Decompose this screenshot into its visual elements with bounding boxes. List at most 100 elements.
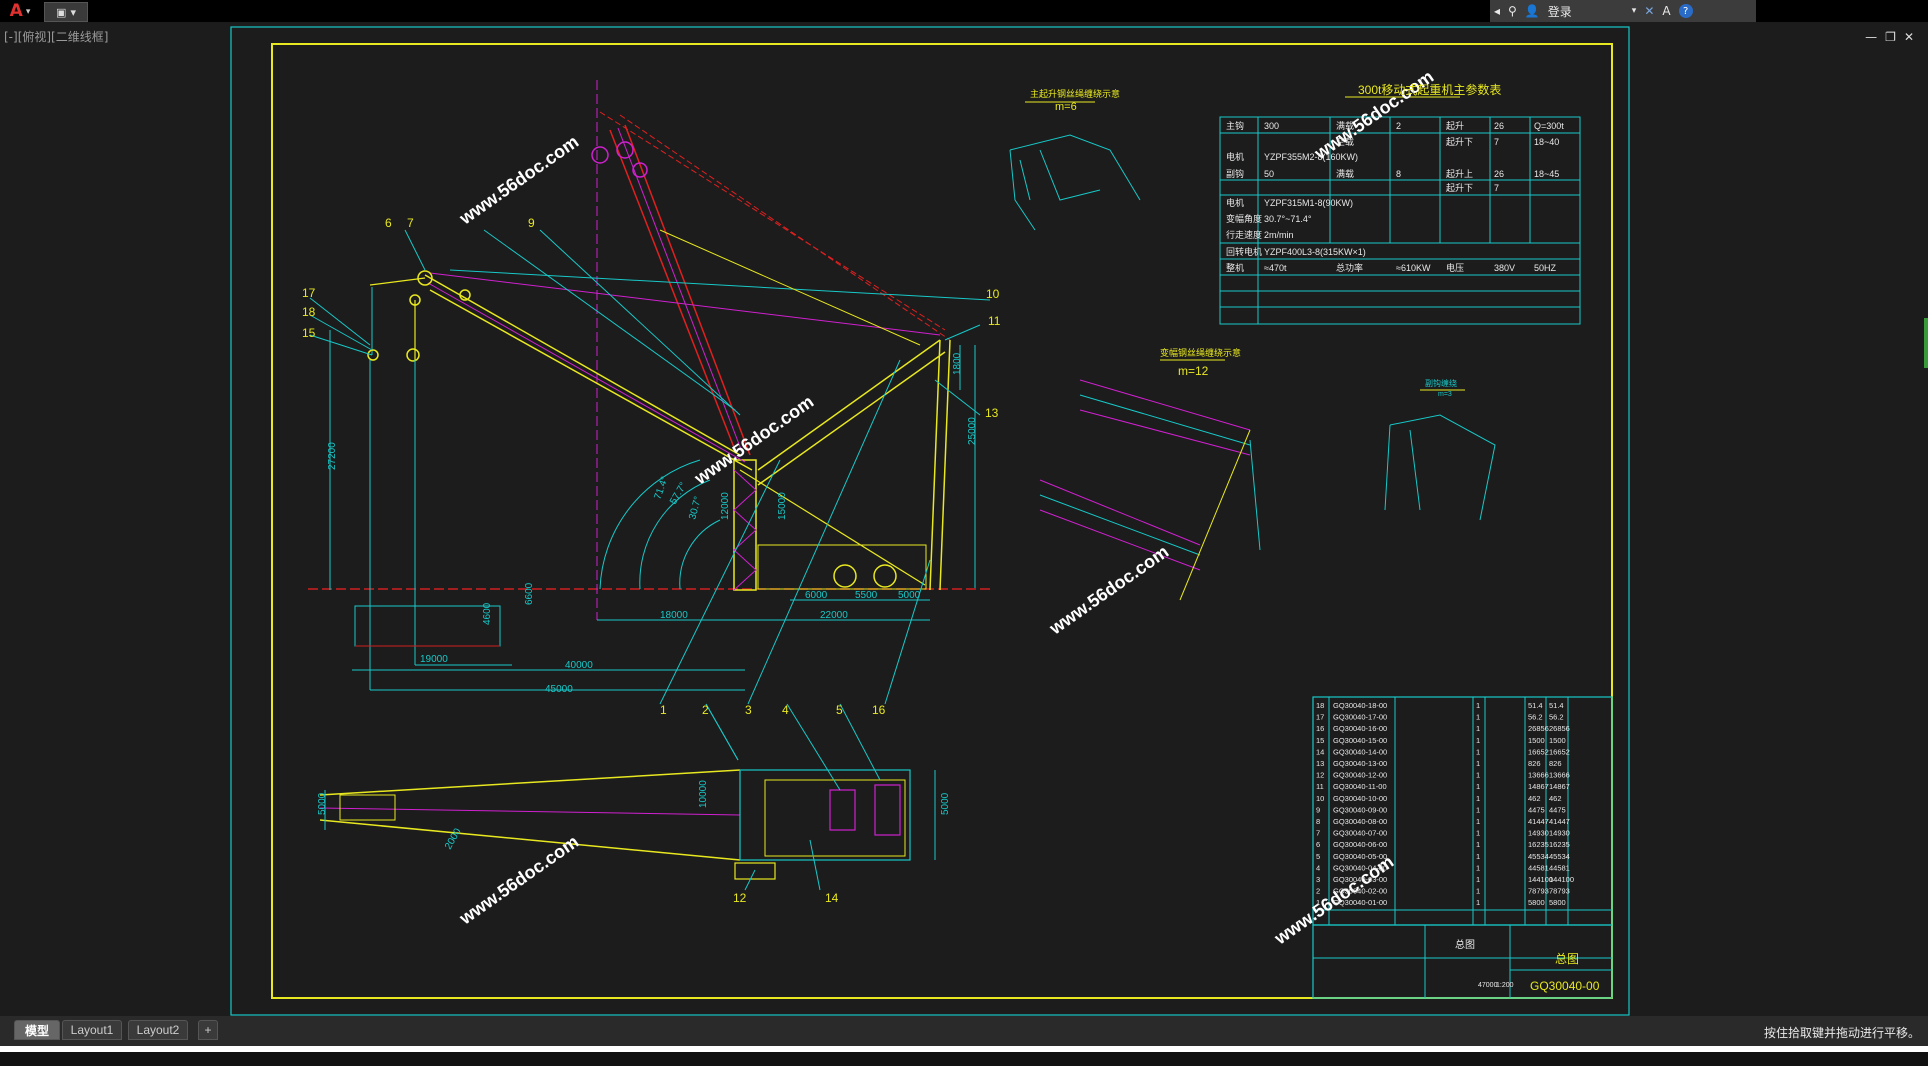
bom-cell: GQ30040-17-00 <box>1333 713 1387 722</box>
bom-cell: GQ30040-04-00 <box>1333 863 1387 872</box>
dimension-label: 1800 <box>952 352 963 375</box>
app-menu-button[interactable]: A▾ <box>2 1 38 21</box>
layout-tab-bar: 模型 Layout1 Layout2 + 按住拾取键并拖动进行平移。 <box>0 1016 1928 1046</box>
bom-cell: 1 <box>1476 852 1480 861</box>
dimension-label: 40000 <box>565 660 593 671</box>
bom-cell: GQ30040-16-00 <box>1333 724 1387 733</box>
status-message: 按住拾取键并拖动进行平移。 <box>1763 1026 1920 1040</box>
part-number-label: 18 <box>302 305 316 319</box>
bom-cell: GQ30040-11-00 <box>1333 782 1387 791</box>
parameter-table-cell: 7 <box>1494 183 1499 193</box>
drawing-window-controls: — ❐ ✕ <box>1865 30 1914 44</box>
bom-cell: 1 <box>1476 829 1480 838</box>
parameter-table-cell: 起升上 <box>1446 169 1473 179</box>
restore-icon[interactable]: ❐ <box>1885 30 1896 44</box>
bom-cell: 1 <box>1476 794 1480 803</box>
tab-layout2[interactable]: Layout2 <box>128 1020 188 1040</box>
bom-cell: 2 <box>1316 887 1320 896</box>
parameter-table-cell: 电机 <box>1226 197 1244 208</box>
tab-layout1[interactable]: Layout1 <box>62 1020 122 1040</box>
drawing-frame <box>271 43 1613 999</box>
title-block-name: 总图 <box>1555 952 1579 966</box>
parameter-table-cell: 8 <box>1396 169 1401 179</box>
dimension-label: 45000 <box>545 684 573 695</box>
parameter-table-cell: 26 <box>1494 121 1504 131</box>
chevron-down-icon[interactable]: ▾ <box>1631 6 1637 16</box>
part-number-label: 16 <box>872 703 886 717</box>
parameter-table-cell: 起升下 <box>1446 183 1473 193</box>
crane-plan-view <box>319 703 936 891</box>
bom-cell: GQ30040-18-00 <box>1333 701 1387 710</box>
dimension-label: 27200 <box>327 442 338 470</box>
parameter-table-cell: 副钩 <box>1226 168 1244 179</box>
autocad-logo-icon: A <box>9 1 23 21</box>
bom-cell: 144100 <box>1549 875 1574 884</box>
dimension-label: 5000 <box>898 590 921 601</box>
add-layout-button[interactable]: + <box>198 1020 218 1040</box>
close-icon[interactable]: ✕ <box>1903 30 1914 44</box>
parameter-table-cell: 主钩 <box>1226 120 1244 131</box>
save-icon: ▣ <box>56 5 67 19</box>
bom-cell: 16652 <box>1528 747 1549 756</box>
bom-cell: GQ30040-10-00 <box>1333 794 1387 803</box>
part-number-label: 12 <box>733 891 747 905</box>
parameter-table-cell: YZPF400L3-8(315KW×1) <box>1264 247 1366 257</box>
part-number-label: 7 <box>407 216 414 230</box>
viewport-controls[interactable]: [-][俯视][二维线框] <box>4 30 109 44</box>
rope-winding-detail-aux <box>1384 389 1496 521</box>
parameter-table-cell: 空载 <box>1336 136 1354 147</box>
part-number-label: 15 <box>302 326 316 340</box>
detail-title: 副钩缠绕 <box>1425 378 1457 388</box>
bom-cell: 16235 <box>1528 840 1549 849</box>
dimension-label: 57.7° <box>668 481 689 507</box>
bom-cell: 5 <box>1316 852 1320 861</box>
parameter-table-cell: 50 <box>1264 169 1274 179</box>
bom-cell: 8 <box>1316 817 1320 826</box>
bom-cell: 9 <box>1316 805 1320 814</box>
parameter-table-cell: 起升 <box>1446 121 1464 131</box>
bom-cell: 5800 <box>1549 898 1566 907</box>
bom-cell: 14930 <box>1549 829 1570 838</box>
parameter-table-cell: 2m/min <box>1264 230 1294 240</box>
part-number-label: 4 <box>782 703 789 717</box>
bom-cell: 1500 <box>1549 736 1566 745</box>
sheet-border <box>230 26 1630 1016</box>
bom-cell: 826 <box>1549 759 1562 768</box>
quick-access-toolbar[interactable]: ▣▾ <box>44 2 88 22</box>
minimize-icon[interactable]: — <box>1865 30 1878 44</box>
bom-cell: GQ30040-03-00 <box>1333 875 1387 884</box>
bom-cell: 4475 <box>1528 805 1545 814</box>
bom-cell: 11 <box>1316 782 1324 791</box>
tab-model[interactable]: 模型 <box>14 1020 60 1040</box>
arrow-left-icon[interactable]: ◂ <box>1494 4 1501 18</box>
exchange-icon[interactable]: ✕ <box>1644 4 1655 18</box>
parameter-table-cell: 7 <box>1494 137 1499 147</box>
watermark-text: www.56doc.com <box>455 131 582 228</box>
a360-icon[interactable]: A <box>1662 4 1671 18</box>
search-icon[interactable]: ⚲ <box>1508 4 1517 18</box>
detail-label: m=12 <box>1178 364 1209 378</box>
part-number-label: 13 <box>985 406 999 420</box>
parameter-table-cell: 变幅角度 <box>1226 213 1262 224</box>
parameter-table-cell: 50HZ <box>1534 263 1557 273</box>
bom-cell: 1 <box>1476 887 1480 896</box>
help-icon[interactable]: ? <box>1678 4 1693 18</box>
login-button[interactable]: 登录 <box>1547 4 1572 19</box>
parameter-table <box>1219 96 1581 325</box>
scrollbar-indicator[interactable] <box>1924 318 1928 368</box>
drawing-number: GQ30040-00 <box>1530 979 1600 993</box>
part-number-label: 11 <box>988 314 1001 328</box>
title-block-weight: 47000 <box>1478 982 1498 989</box>
bom-cell: 56.2 <box>1528 713 1543 722</box>
bom-cell: 462 <box>1549 794 1562 803</box>
parameter-table-cell: 电压 <box>1446 262 1464 273</box>
bom-cell: 45534 <box>1549 852 1570 861</box>
bom-cell: 3 <box>1316 875 1320 884</box>
drawing-canvas[interactable]: 2720066004600190004000045000180002200060… <box>0 22 1928 1016</box>
parameter-table-cell: 电机 <box>1226 151 1244 162</box>
part-number-label: 2 <box>702 703 709 717</box>
part-number-label: 6 <box>385 216 392 230</box>
bom-cell: 16652 <box>1549 747 1570 756</box>
bom-cell: 15 <box>1316 736 1324 745</box>
bom-cell: 16235 <box>1549 840 1570 849</box>
